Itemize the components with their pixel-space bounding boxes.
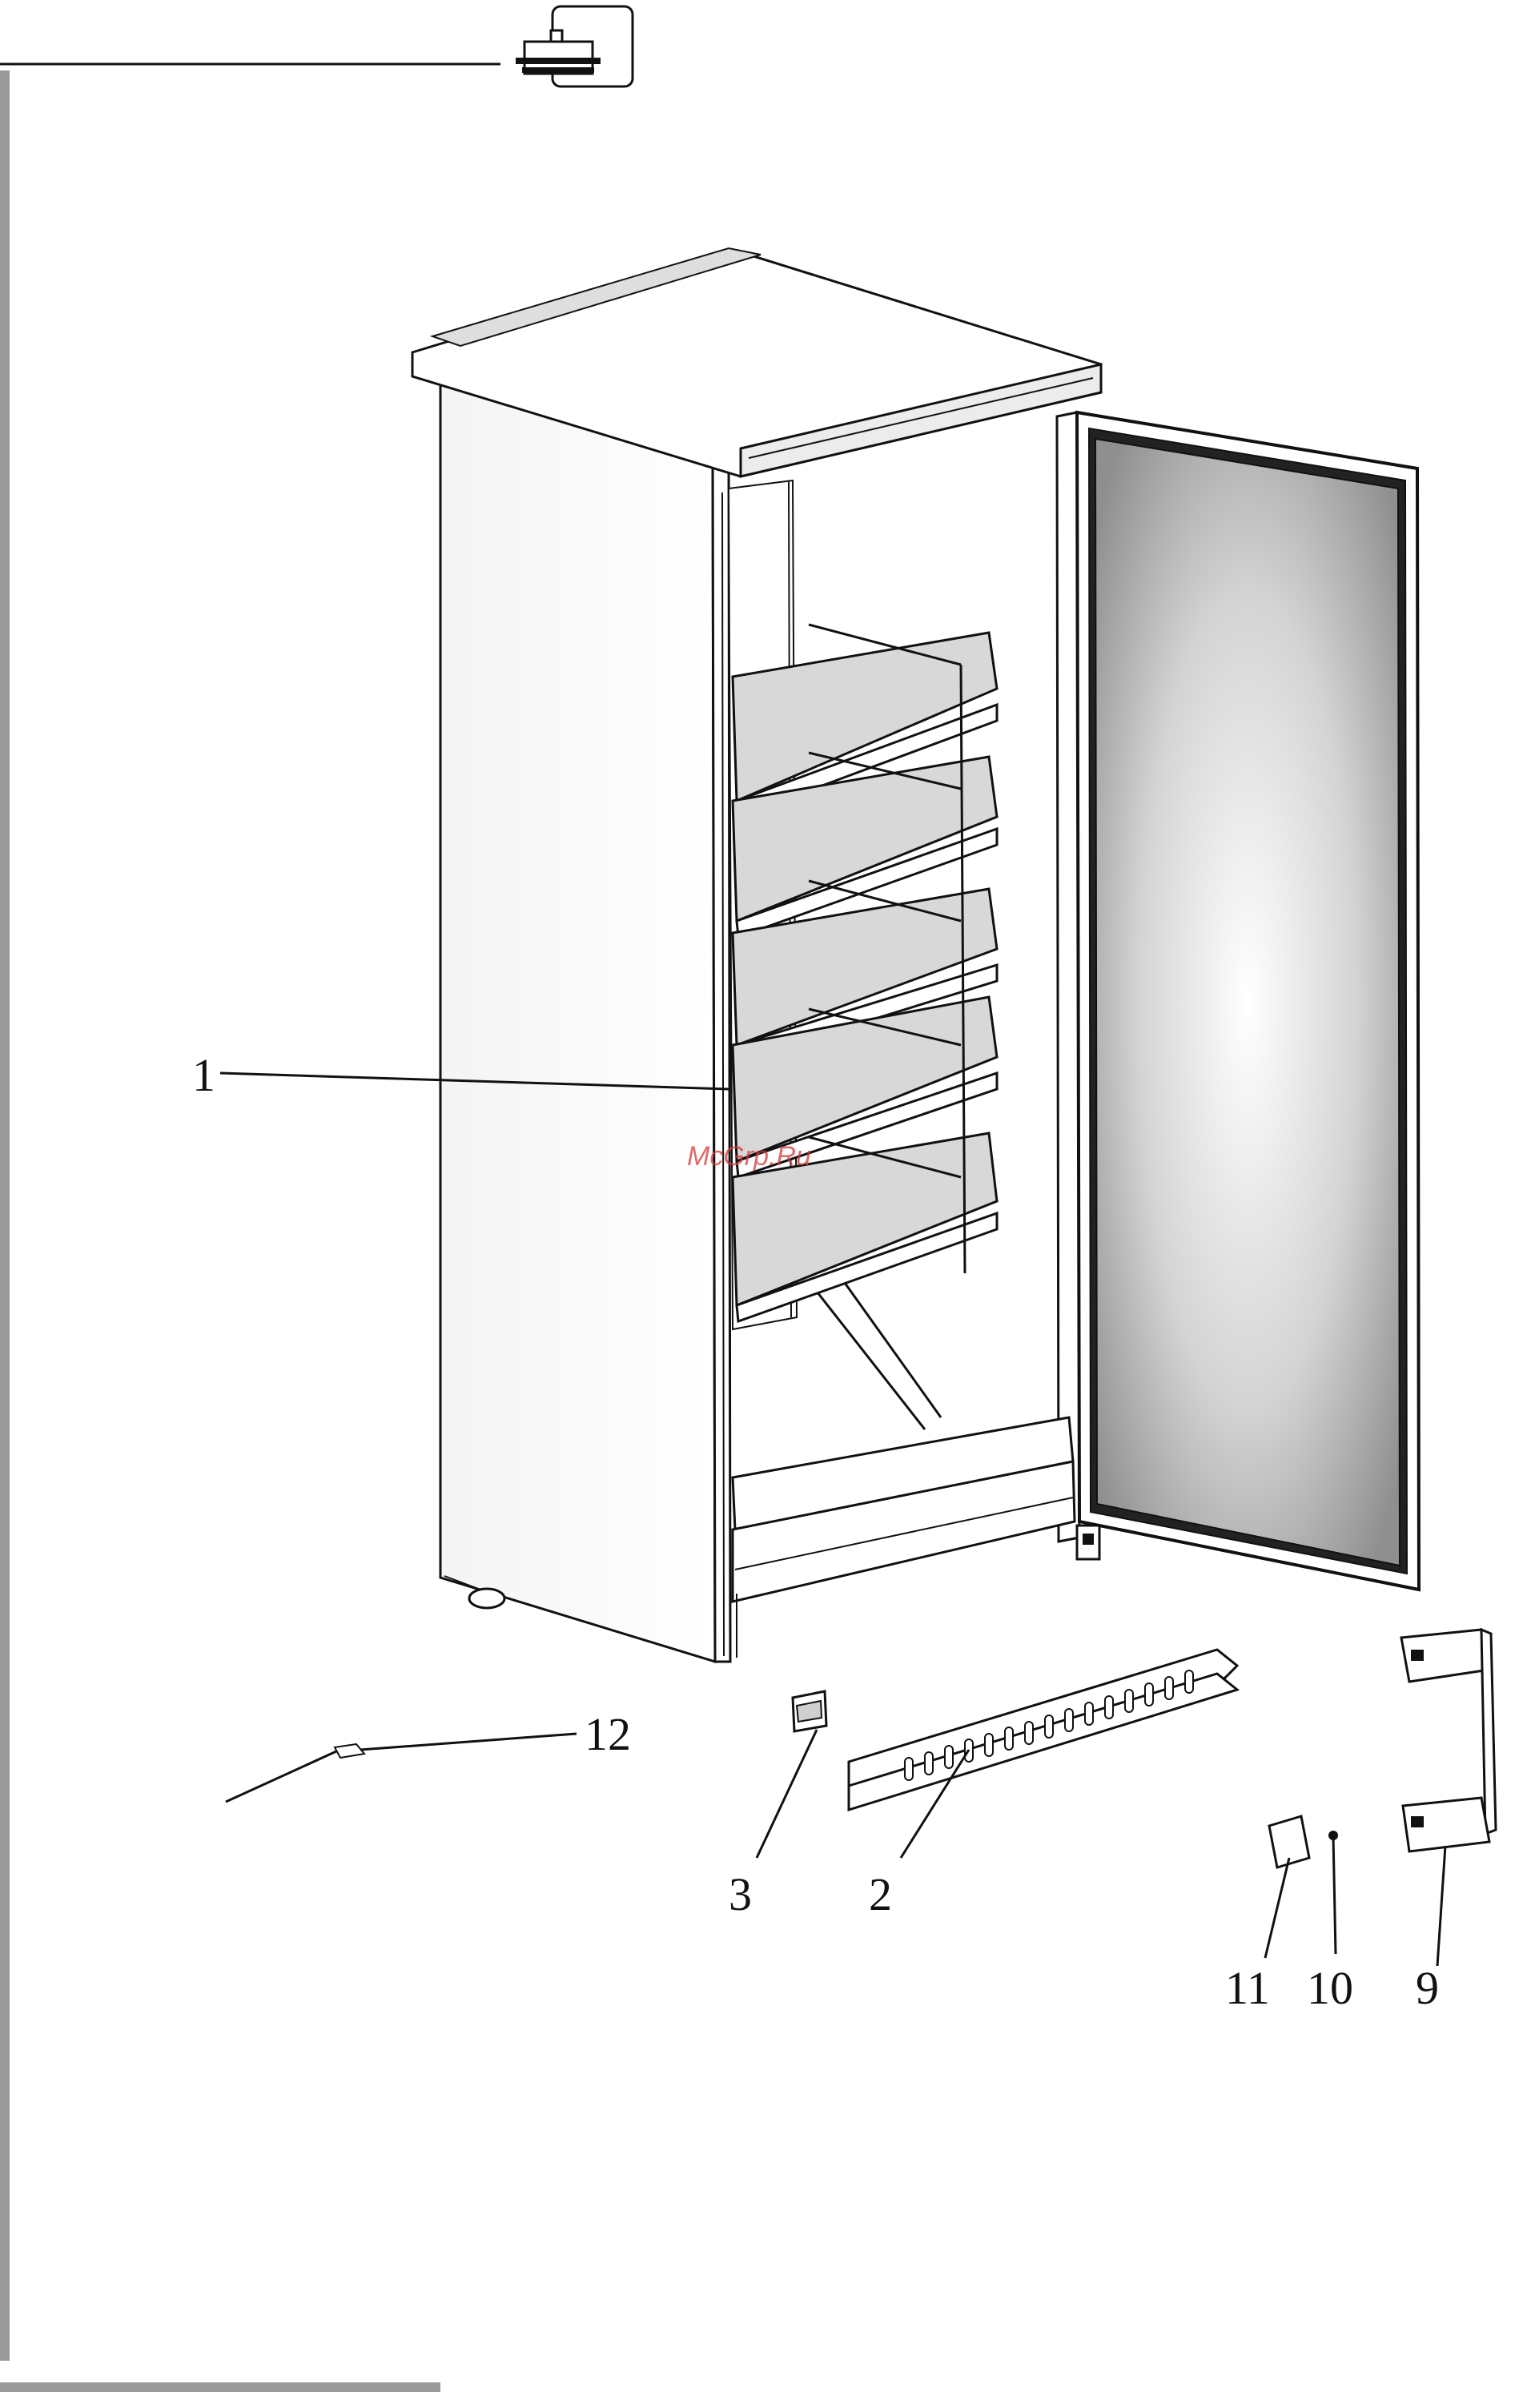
hinge-bracket-part [1401, 1630, 1496, 1966]
part-label-9: 9 [1416, 1962, 1439, 2014]
part-label-11: 11 [1225, 1962, 1270, 2014]
part-label-1: 1 [192, 1049, 215, 1101]
kickplate-vents [905, 1670, 1193, 1780]
kickplate-part [849, 1650, 1237, 1858]
cable-part [226, 1734, 577, 1802]
small-plate-part [1265, 1816, 1309, 1958]
part-label-2: 2 [869, 1868, 892, 1920]
fridge-symbol-icon [516, 6, 633, 86]
part-label-12: 12 [585, 1708, 631, 1760]
part-label-3: 3 [729, 1868, 752, 1920]
watermark-text: McGrp.Ru [687, 1141, 811, 1172]
part-label-10: 10 [1307, 1962, 1353, 2014]
fridge-door [1077, 412, 1419, 1590]
small-clip-part [757, 1691, 826, 1858]
screw-part [1328, 1831, 1338, 1954]
page-frame [0, 64, 500, 2392]
shelves [733, 625, 997, 1321]
